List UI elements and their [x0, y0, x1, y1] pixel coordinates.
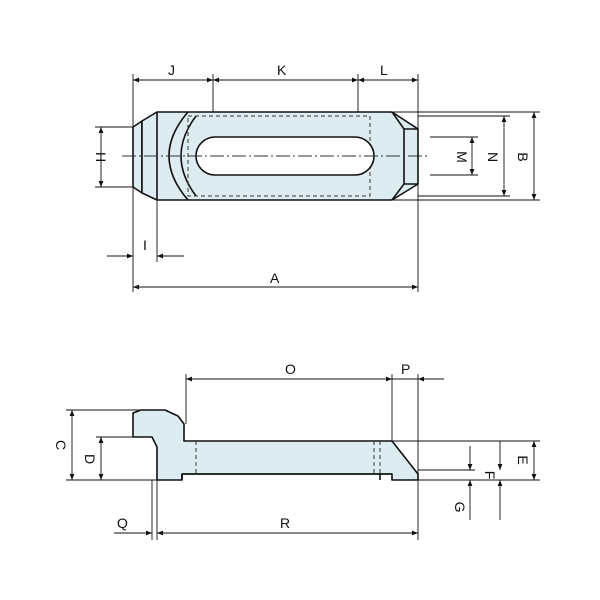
side-view-body	[132, 409, 419, 481]
label-q: Q	[117, 515, 128, 531]
label-n: N	[485, 152, 501, 162]
top-view-chamfer	[391, 111, 418, 201]
label-r: R	[280, 515, 290, 531]
side-view-step	[181, 473, 392, 480]
label-c: C	[53, 440, 69, 450]
side-view-extension-lines	[66, 374, 540, 540]
label-h: H	[93, 152, 109, 162]
label-g: G	[452, 502, 468, 513]
label-f: F	[482, 471, 498, 480]
top-view-curve-edge-inner	[180, 115, 197, 197]
label-i: I	[143, 237, 147, 253]
label-d: D	[82, 454, 98, 464]
top-view-dimension-lines	[98, 77, 537, 290]
top-view-boss	[132, 120, 143, 194]
side-view	[132, 409, 419, 481]
label-k: K	[277, 62, 287, 78]
label-a: A	[270, 270, 280, 286]
label-o: O	[285, 361, 296, 377]
label-l: L	[380, 62, 388, 78]
label-p: P	[401, 361, 410, 377]
label-e: E	[515, 455, 531, 464]
top-view-extension-lines	[95, 74, 540, 292]
label-m: M	[454, 151, 470, 163]
top-view-labels: J K L H M N B I A	[93, 62, 531, 286]
top-view	[122, 111, 430, 201]
side-view-labels: O P C D E F G Q R	[53, 361, 531, 531]
label-j: J	[168, 62, 175, 78]
label-b: B	[515, 152, 531, 161]
side-view-dimension-lines	[69, 376, 537, 536]
